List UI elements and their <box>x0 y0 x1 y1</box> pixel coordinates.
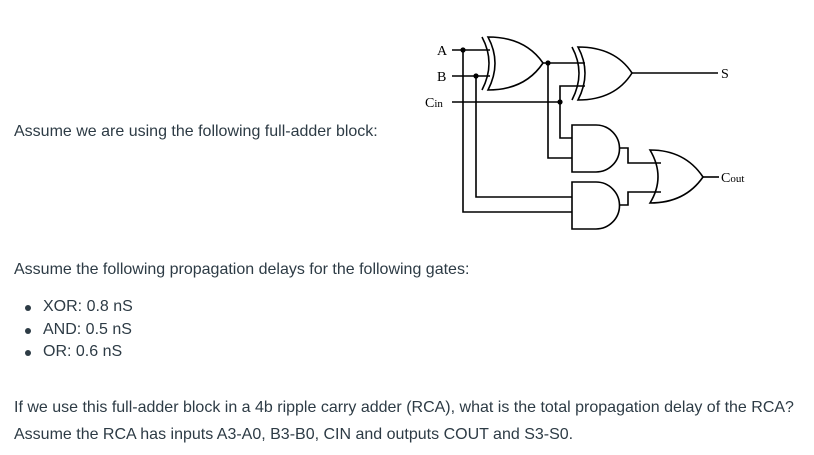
delay-list: XOR: 0.8 nS AND: 0.5 nS OR: 0.6 nS <box>0 296 133 364</box>
wire-cin-and1 <box>559 102 572 139</box>
junction-dots <box>460 47 563 105</box>
label-a: A <box>437 44 448 59</box>
and-gate-2 <box>571 181 621 230</box>
label-cin: Cin <box>425 96 443 111</box>
full-adder-circuit-diagram: A B Cin S Cout <box>425 36 744 230</box>
xor-gate-1 <box>481 36 544 91</box>
and-gate-1 <box>571 124 621 173</box>
label-cout: Cout <box>721 171 744 186</box>
label-b: B <box>437 70 446 85</box>
wire-and1-out <box>619 147 661 164</box>
delay-item-text: OR: 0.6 nS <box>43 343 123 360</box>
wire-and2-out <box>619 191 661 206</box>
delay-item-text: XOR: 0.8 nS <box>43 298 133 315</box>
bullet-icon <box>25 327 31 334</box>
xor-gate-2 <box>571 46 633 101</box>
bullet-icon <box>25 350 31 356</box>
intro-text: Assume we are using the following full-a… <box>14 123 378 140</box>
delay-item-and: AND: 0.5 nS <box>0 319 133 342</box>
wire-a-branch <box>462 50 572 213</box>
bullet-icon <box>25 305 31 311</box>
delay-item-text: AND: 0.5 nS <box>43 320 132 338</box>
delay-item-or: OR: 0.6 nS <box>0 341 133 364</box>
wire-b-branch <box>475 76 572 198</box>
question-text: If we use this full-adder block in a 4b … <box>14 399 794 443</box>
label-s: S <box>721 67 729 82</box>
or-gate <box>648 149 704 204</box>
delays-heading: Assume the following propagation delays … <box>14 261 470 278</box>
delay-item-xor: XOR: 0.8 nS <box>0 296 133 319</box>
wire-xor1-branch <box>547 63 572 159</box>
